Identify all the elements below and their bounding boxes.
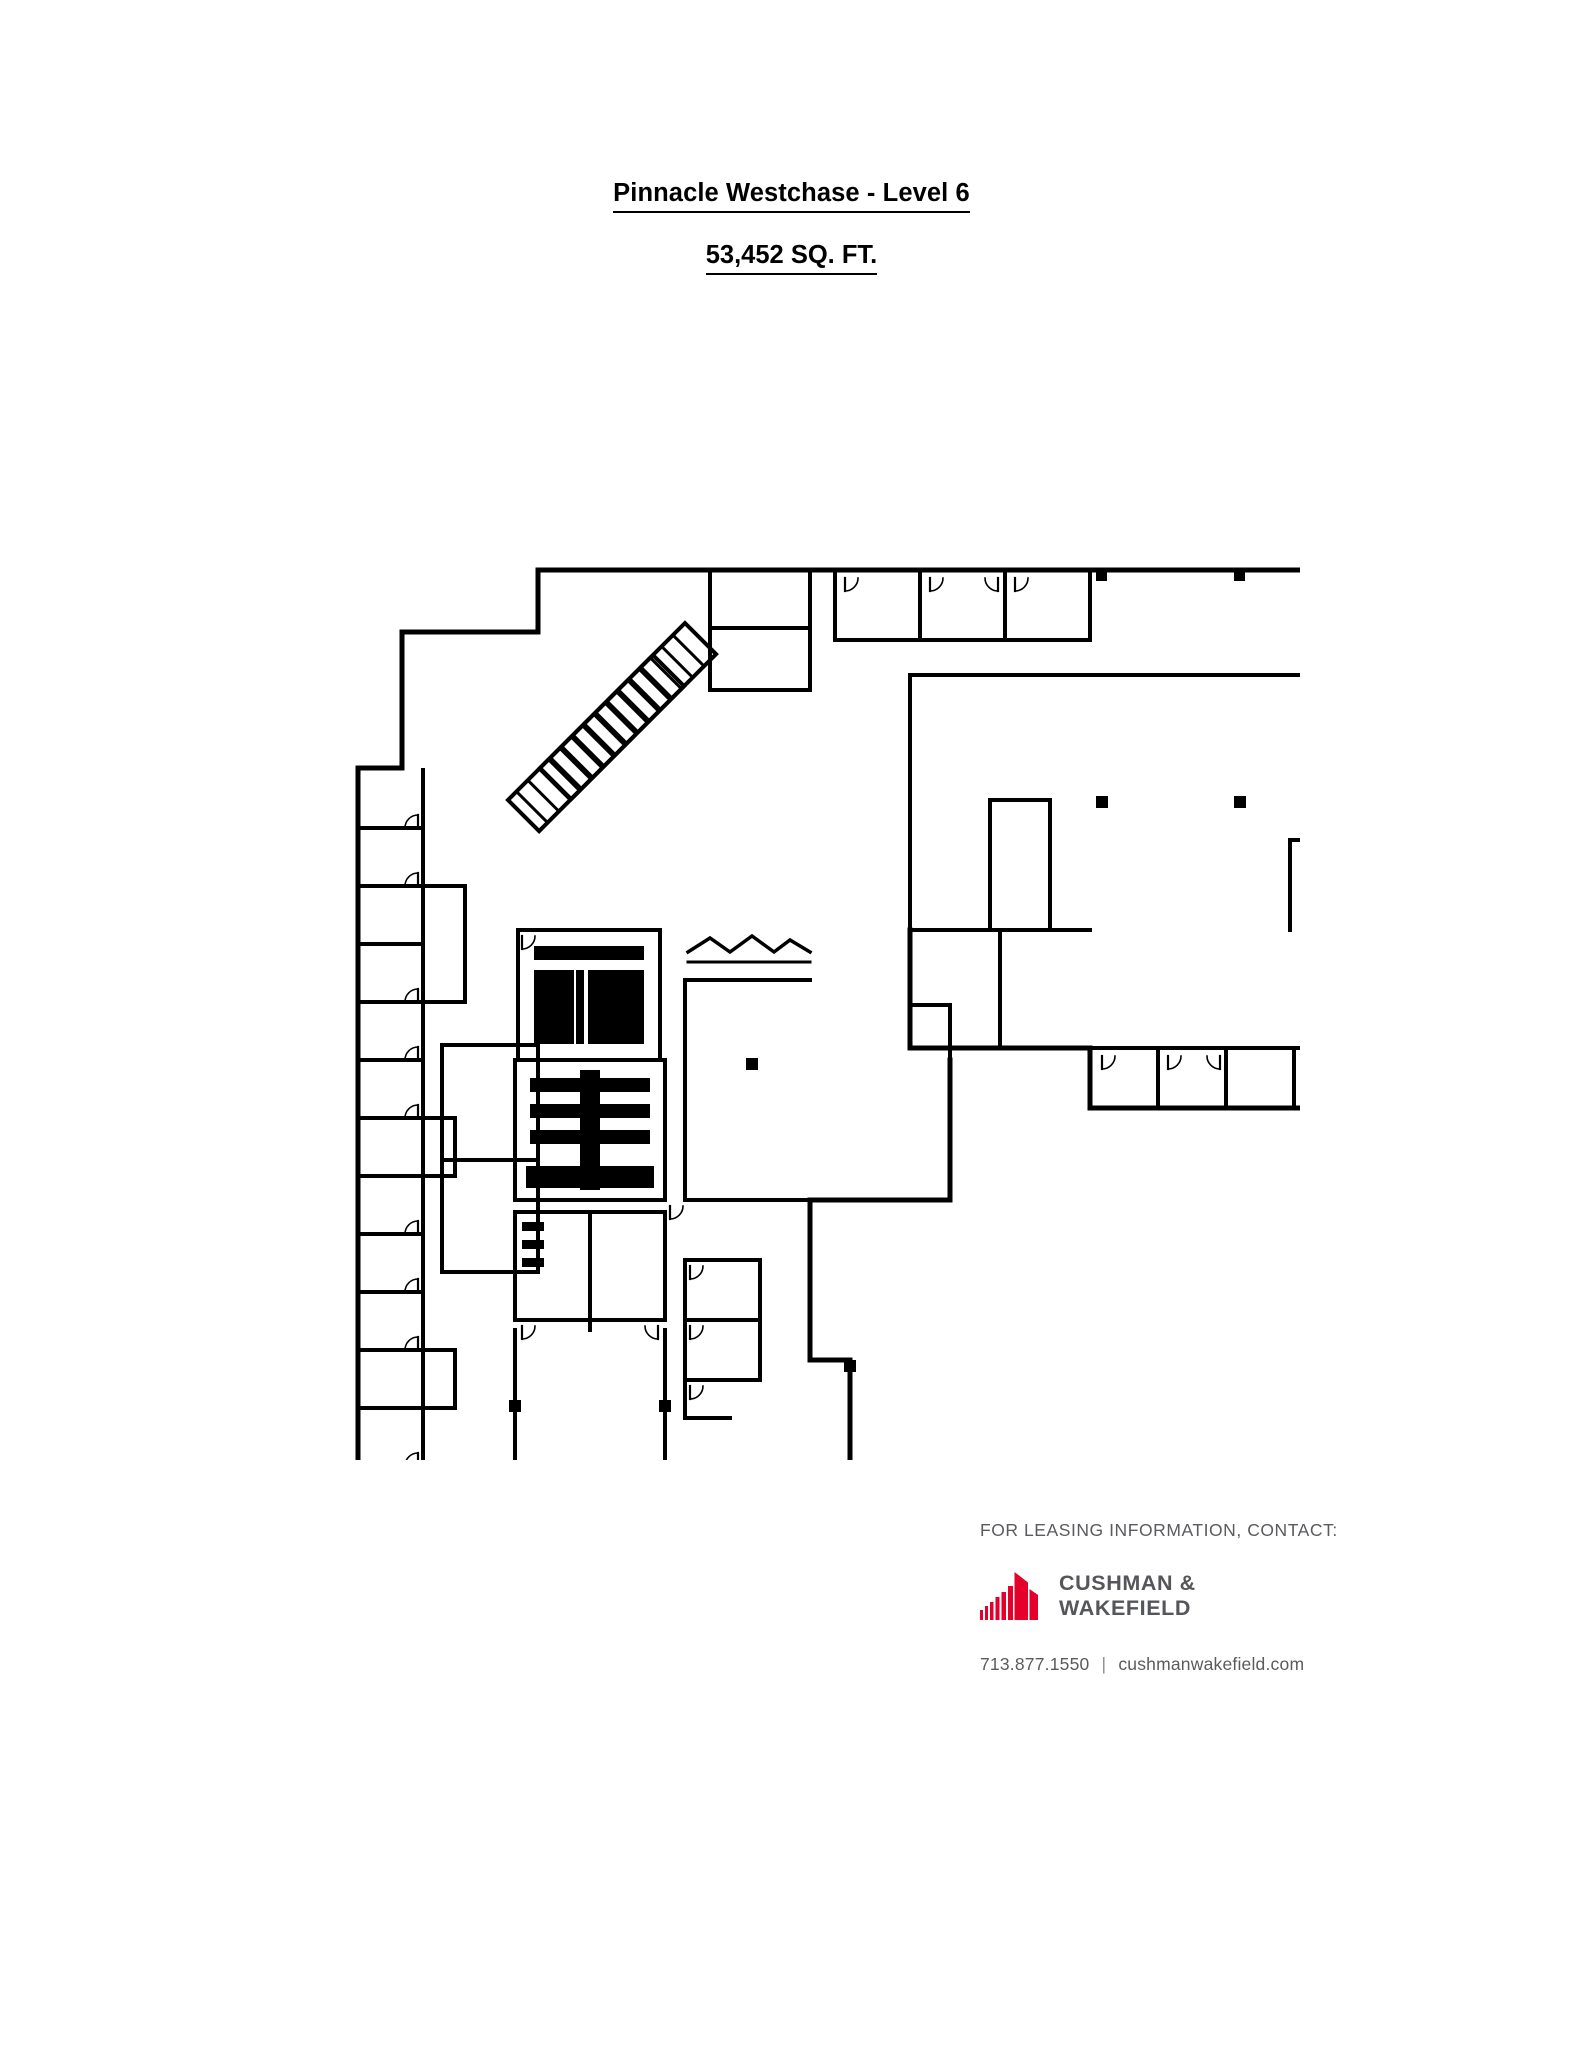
floor-plan-drawing — [355, 567, 1300, 1460]
leasing-footer: FOR LEASING INFORMATION, CONTACT: CUSHMA… — [980, 1520, 1400, 1675]
level-6-floor-plan — [290, 500, 1300, 1460]
page-subtitle-area: 53,452 SQ. FT. — [705, 240, 878, 275]
leasing-info-label: FOR LEASING INFORMATION, CONTACT: — [980, 1520, 1338, 1540]
cushman-wakefield-logo-icon — [980, 1572, 1038, 1620]
brand-name-line-1: CUSHMAN & — [1059, 1571, 1196, 1596]
contact-separator: | — [1101, 1654, 1107, 1674]
cushman-wakefield-logo[interactable]: CUSHMAN & WAKEFIELD — [980, 1569, 1400, 1623]
title-block: Pinnacle Westchase - Level 6 53,452 SQ. … — [0, 178, 1583, 275]
website-link[interactable]: cushmanwakefield.com — [1118, 1654, 1305, 1674]
brand-name-line-2: WAKEFIELD — [1059, 1596, 1192, 1620]
contact-line: 713.877.1550 | cushmanwakefield.com — [980, 1654, 1400, 1675]
phone-number[interactable]: 713.877.1550 — [980, 1654, 1090, 1674]
page-title: Pinnacle Westchase - Level 6 — [613, 178, 970, 213]
